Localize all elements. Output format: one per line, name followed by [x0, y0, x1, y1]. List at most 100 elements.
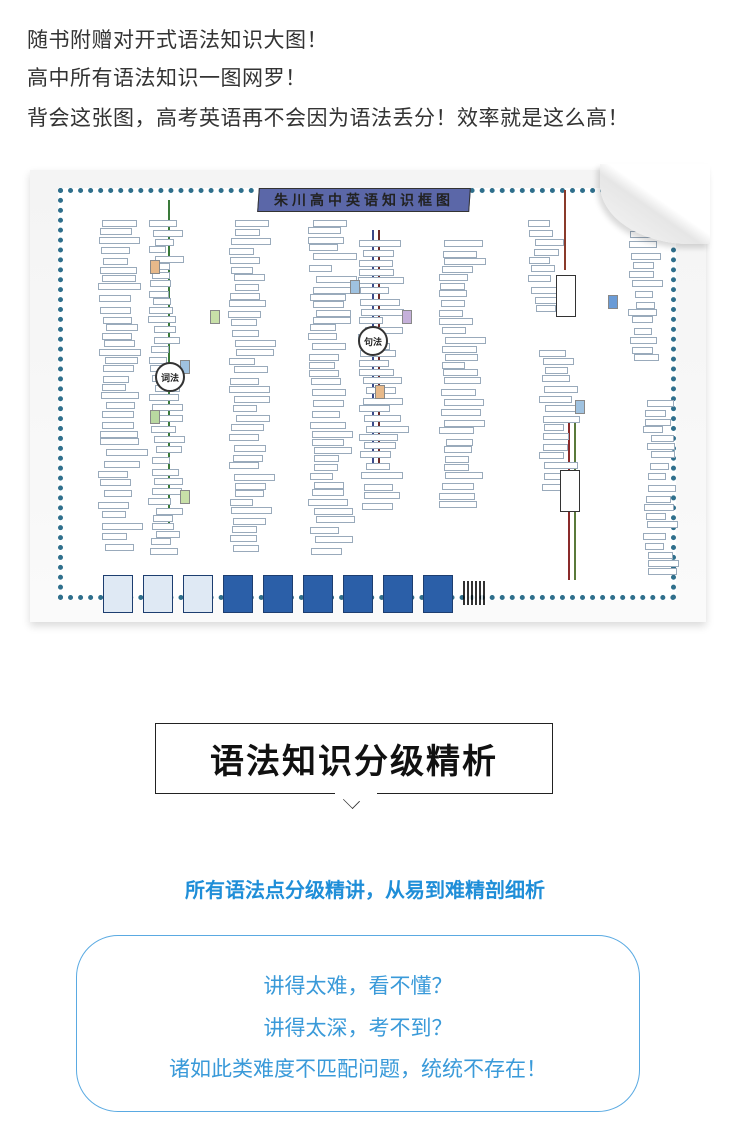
mindmap-node — [234, 396, 271, 404]
mindmap-node — [443, 250, 478, 258]
mindmap-node — [545, 404, 577, 412]
mindmap-node — [648, 473, 667, 481]
mindmap-node — [315, 536, 353, 544]
mindmap-node — [234, 473, 275, 481]
intro-line-2: 高中所有语法知识一图网罗！ — [27, 66, 307, 90]
mindmap-node — [439, 501, 478, 509]
mindmap-node — [152, 298, 172, 306]
mindmap-node — [234, 482, 266, 490]
mindmap-node — [530, 286, 557, 294]
mindmap-node — [151, 537, 171, 545]
mindmap-node — [445, 438, 474, 446]
info-bubble: 讲得太难，看不懂？ 讲得太深，考不到？ 诸如此类难度不匹配问题，统统不存在！ — [76, 935, 640, 1112]
mindmap-node — [444, 240, 483, 247]
mindmap-node — [534, 297, 558, 305]
mindmap-branch-tag — [608, 295, 618, 309]
mindmap-node — [235, 490, 264, 498]
mindmap-node — [154, 478, 183, 486]
mindmap-node — [151, 487, 182, 495]
mindmap-node — [441, 361, 466, 369]
mindmap-node — [364, 442, 396, 450]
mindmap-node — [99, 267, 137, 275]
mindmap-branch-tag — [210, 310, 220, 324]
hub-syntax: 句法 — [358, 326, 388, 356]
mindmap-node — [312, 342, 347, 350]
mindmap-node — [308, 227, 342, 235]
bubble-line-2: 讲得太深，考不到？ — [263, 1016, 453, 1040]
mindmap-node — [439, 274, 469, 282]
mindmap-node — [543, 416, 581, 424]
mindmap-node — [101, 523, 143, 531]
mindmap-node — [647, 521, 678, 529]
mindmap-node — [233, 365, 268, 373]
book-thumbnail — [343, 575, 373, 613]
mindmap-node — [445, 456, 470, 464]
mindmap-node — [444, 257, 487, 265]
mindmap-node — [648, 567, 678, 575]
mindmap-node — [631, 279, 663, 287]
hub-lexis: 词法 — [155, 362, 185, 392]
mindmap-node — [101, 533, 128, 541]
mindmap-node — [105, 544, 134, 552]
mindmap-node — [228, 247, 254, 255]
mindmap-node — [442, 326, 466, 334]
hub-label: 词法 — [160, 373, 179, 384]
mindmap-node — [443, 419, 486, 427]
mindmap-node — [313, 317, 352, 325]
mindmap-node — [232, 544, 259, 552]
mindmap-node — [102, 365, 135, 373]
mindmap-node — [105, 357, 138, 365]
mindmap-node — [98, 237, 141, 245]
hub-box-tense — [556, 275, 576, 317]
mindmap-node — [99, 479, 131, 487]
book-thumbnail — [143, 575, 173, 613]
mindmap-node — [232, 454, 263, 462]
mindmap-node — [645, 496, 671, 504]
mindmap-node — [149, 280, 172, 288]
mindmap-node — [148, 393, 180, 401]
mindmap-node — [648, 560, 680, 568]
mindmap-node — [444, 336, 486, 344]
mindmap-node — [360, 471, 403, 479]
mindmap-node — [538, 350, 567, 357]
mindmap-node — [311, 411, 340, 419]
poster-sheet: 朱川高中英语知识框图 词法 句法 — [30, 164, 710, 622]
mindmap-node — [148, 245, 166, 253]
mindmap-node — [314, 446, 352, 454]
mindmap-node — [151, 425, 176, 433]
mindmap-node — [632, 261, 654, 269]
mindmap-node — [438, 318, 473, 326]
mindmap-node — [103, 316, 133, 324]
mindmap-node — [628, 240, 658, 248]
book-thumbnail — [223, 575, 253, 613]
mindmap-node — [231, 330, 259, 338]
mindmap-node — [104, 340, 135, 348]
book-thumbnail — [103, 575, 133, 613]
mindmap-node — [153, 515, 173, 523]
mindmap-node — [643, 426, 664, 434]
mindmap-node — [229, 386, 270, 394]
mindmap-node — [635, 290, 653, 298]
mindmap-node — [148, 307, 174, 315]
book-thumbnail — [303, 575, 333, 613]
mindmap-node — [359, 434, 399, 442]
mindmap-node — [103, 460, 141, 468]
intro-line-1: 随书附赠对开式语法知识大图！ — [27, 28, 328, 52]
mindmap-node — [643, 504, 674, 512]
mindmap-node — [363, 398, 403, 406]
mindmap-node — [650, 434, 675, 442]
mindmap-node — [312, 286, 355, 294]
mindmap-node — [534, 248, 560, 256]
mindmap-node — [365, 463, 390, 471]
mindmap-node — [235, 349, 274, 357]
mindmap-node — [310, 421, 346, 429]
mindmap-node — [440, 299, 465, 307]
mindmap-node — [103, 489, 133, 497]
mindmap-node — [152, 469, 180, 477]
mindmap-node — [235, 220, 270, 227]
mindmap-node — [648, 552, 673, 560]
mindmap-node — [149, 220, 177, 227]
mindmap-node — [101, 384, 127, 392]
mindmap-node — [442, 345, 477, 353]
mindmap-node — [101, 422, 134, 430]
